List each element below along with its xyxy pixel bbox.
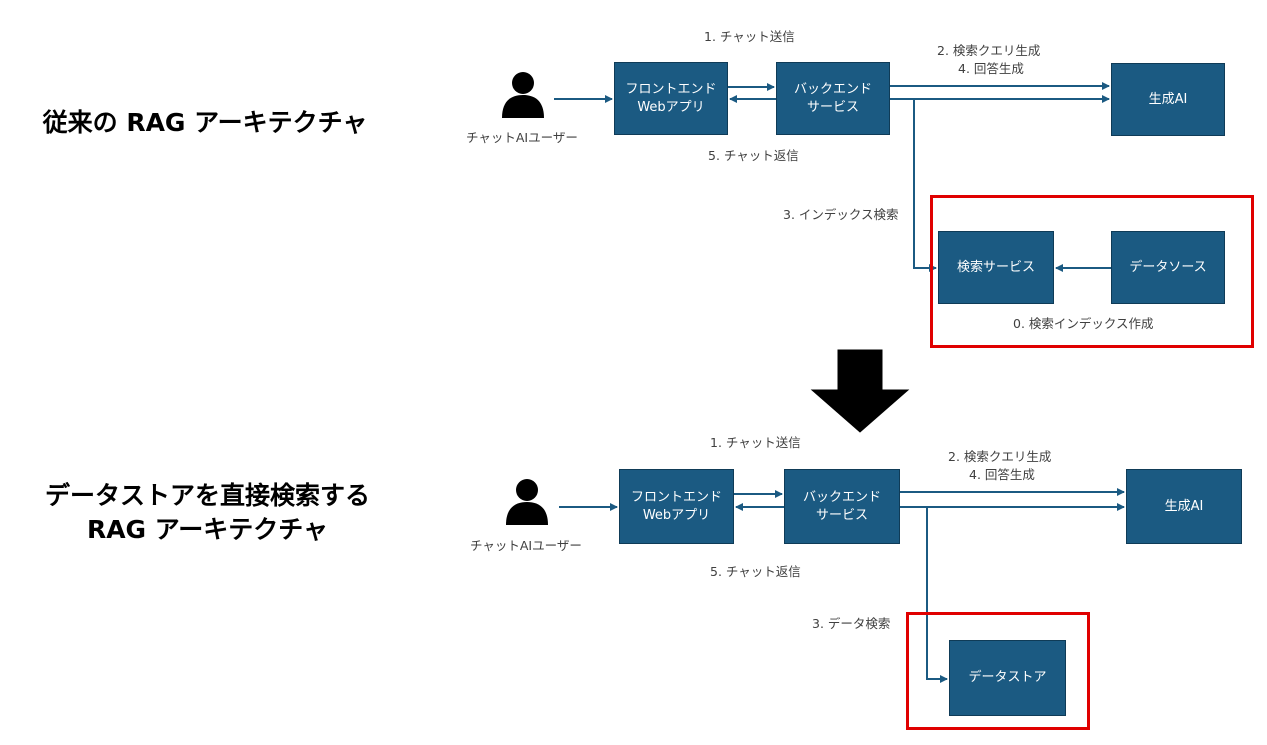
- arrow-backend-to-search: [913, 99, 937, 272]
- bottom-datastore-box: データストア: [949, 640, 1066, 716]
- bottom-user-label: チャットAIユーザー: [470, 538, 582, 553]
- top-step5: 5. チャット返信: [708, 148, 799, 163]
- bottom-step3: 3. データ検索: [812, 616, 891, 631]
- transition-arrow: [810, 349, 910, 433]
- top-backend-line1: バックエンド: [793, 81, 872, 97]
- user-icon-bottom: [506, 479, 548, 525]
- top-backend-box: バックエンド サービス: [776, 62, 890, 135]
- top-genai-box: 生成AI: [1111, 63, 1225, 136]
- bottom-frontend-box: フロントエンド Webアプリ: [619, 469, 734, 544]
- bottom-title-line2: RAG アーキテクチャ: [86, 515, 329, 544]
- top-step4: 4. 回答生成: [958, 61, 1024, 76]
- arrow-backend-to-datastore: [926, 507, 948, 683]
- top-frontend-line1: フロントエンド: [625, 81, 717, 97]
- top-search-service-label: 検索サービス: [956, 259, 1035, 275]
- top-user-label: チャットAIユーザー: [466, 130, 578, 145]
- bottom-step4: 4. 回答生成: [969, 467, 1035, 482]
- bottom-title: データストアを直接検索する RAG アーキテクチャ: [20, 479, 395, 547]
- bottom-title-line1: データストアを直接検索する: [44, 481, 370, 510]
- top-step0: 0. 検索インデックス作成: [1013, 316, 1154, 331]
- top-frontend-box: フロントエンド Webアプリ: [614, 62, 728, 135]
- bottom-genai-box: 生成AI: [1126, 469, 1242, 544]
- bottom-frontend-line2: Webアプリ: [642, 507, 711, 523]
- top-genai-label: 生成AI: [1148, 91, 1188, 107]
- top-highlight-frame: [930, 195, 1254, 348]
- bottom-highlight-frame: [906, 612, 1090, 730]
- top-frontend-line2: Webアプリ: [637, 99, 705, 115]
- top-data-source-box: データソース: [1111, 231, 1225, 304]
- top-search-service-box: 検索サービス: [938, 231, 1054, 304]
- top-step2: 2. 検索クエリ生成: [937, 43, 1041, 58]
- top-backend-line2: サービス: [806, 99, 859, 115]
- bottom-step2: 2. 検索クエリ生成: [948, 449, 1052, 464]
- top-step3: 3. インデックス検索: [783, 207, 899, 222]
- bottom-backend-box: バックエンド サービス: [784, 469, 900, 544]
- bottom-step5: 5. チャット返信: [710, 564, 801, 579]
- bottom-step1: 1. チャット送信: [710, 435, 801, 450]
- user-icon: [502, 72, 544, 118]
- top-step1: 1. チャット送信: [704, 29, 795, 44]
- bottom-backend-line1: バックエンド: [802, 489, 881, 505]
- bottom-backend-line2: サービス: [815, 507, 868, 523]
- bottom-frontend-line1: フロントエンド: [630, 489, 722, 505]
- top-title: 従来の RAG アーキテクチャ: [42, 108, 368, 137]
- top-data-source-label: データソース: [1129, 259, 1207, 275]
- bottom-genai-label: 生成AI: [1164, 498, 1204, 514]
- bottom-datastore-label: データストア: [968, 670, 1047, 685]
